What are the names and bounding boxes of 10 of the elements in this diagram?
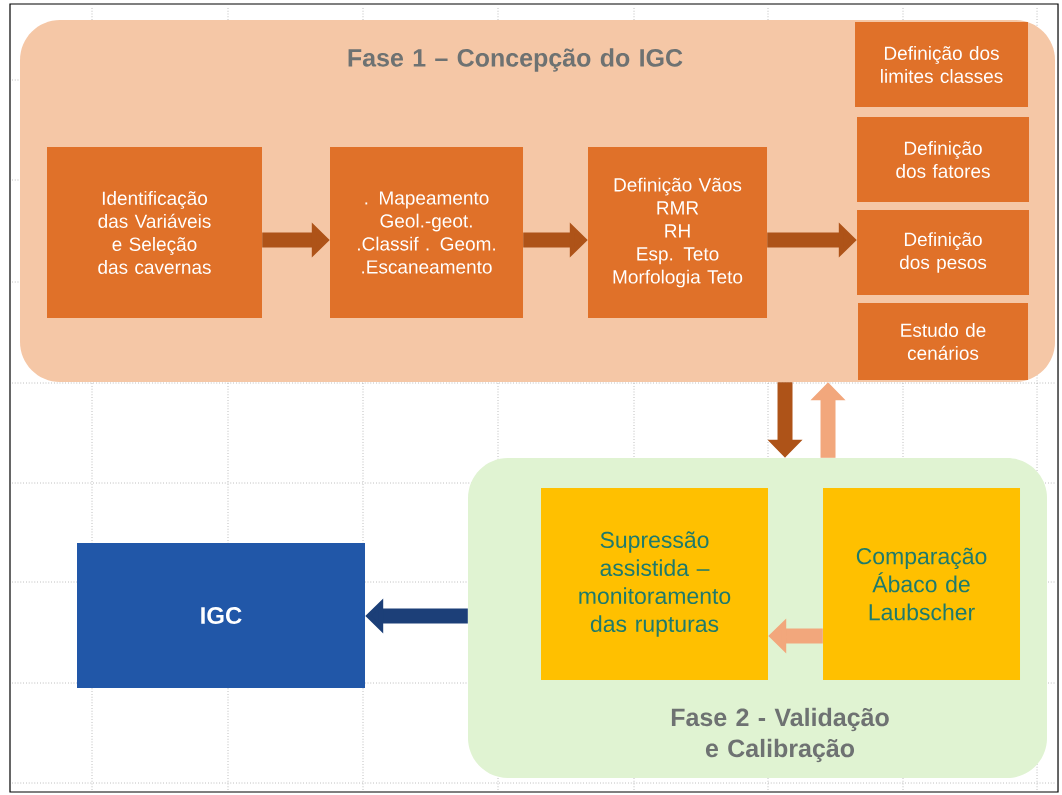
process-box: Definição dos limites classes [855,22,1028,107]
process-box: Supressão assistida – monitoramento das rupturas [541,488,768,680]
process-box: . Mapeamento Geol.-geot. .Classif . Geom. .Escaneamento [330,147,523,318]
result-box: IGC [77,543,365,688]
process-box: Identificação das Variáveis e Seleção das cavernas [47,147,262,318]
process-box: Definição dos fatores [857,117,1029,202]
process-box: Definição dos pesos [857,210,1029,295]
process-box: Definição Vãos RMR RH Esp. Teto Morfologia Teto [588,147,767,318]
process-box: Comparação Ábaco de Laubscher [823,488,1020,680]
process-box: Estudo de cenários [858,303,1028,380]
